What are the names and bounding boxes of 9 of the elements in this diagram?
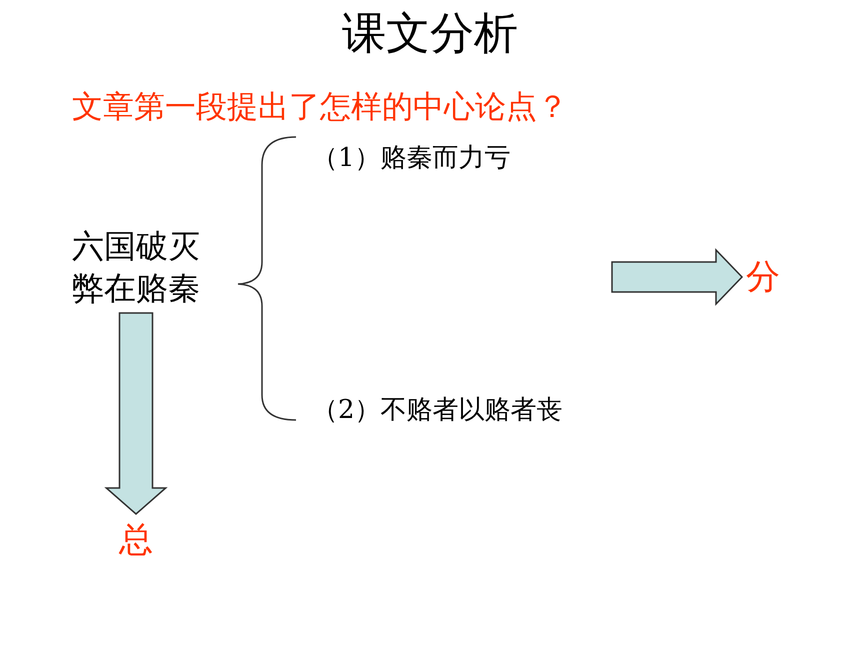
point-text: （2）不赂者以赂者丧 — [312, 394, 563, 428]
conclusion-text: 分 — [746, 255, 780, 300]
conclusion-text: 总 — [119, 518, 153, 562]
block-arrow — [611, 248, 744, 306]
block-arrow — [104, 312, 168, 515]
question-text: 文章第一段提出了怎样的中心论点？ — [72, 88, 568, 127]
point-text: （1）赂秦而力亏 — [312, 142, 511, 176]
slide-title: 课文分析 — [341, 7, 519, 61]
thesis-text: 六国破灭弊在赂秦 — [72, 226, 212, 310]
